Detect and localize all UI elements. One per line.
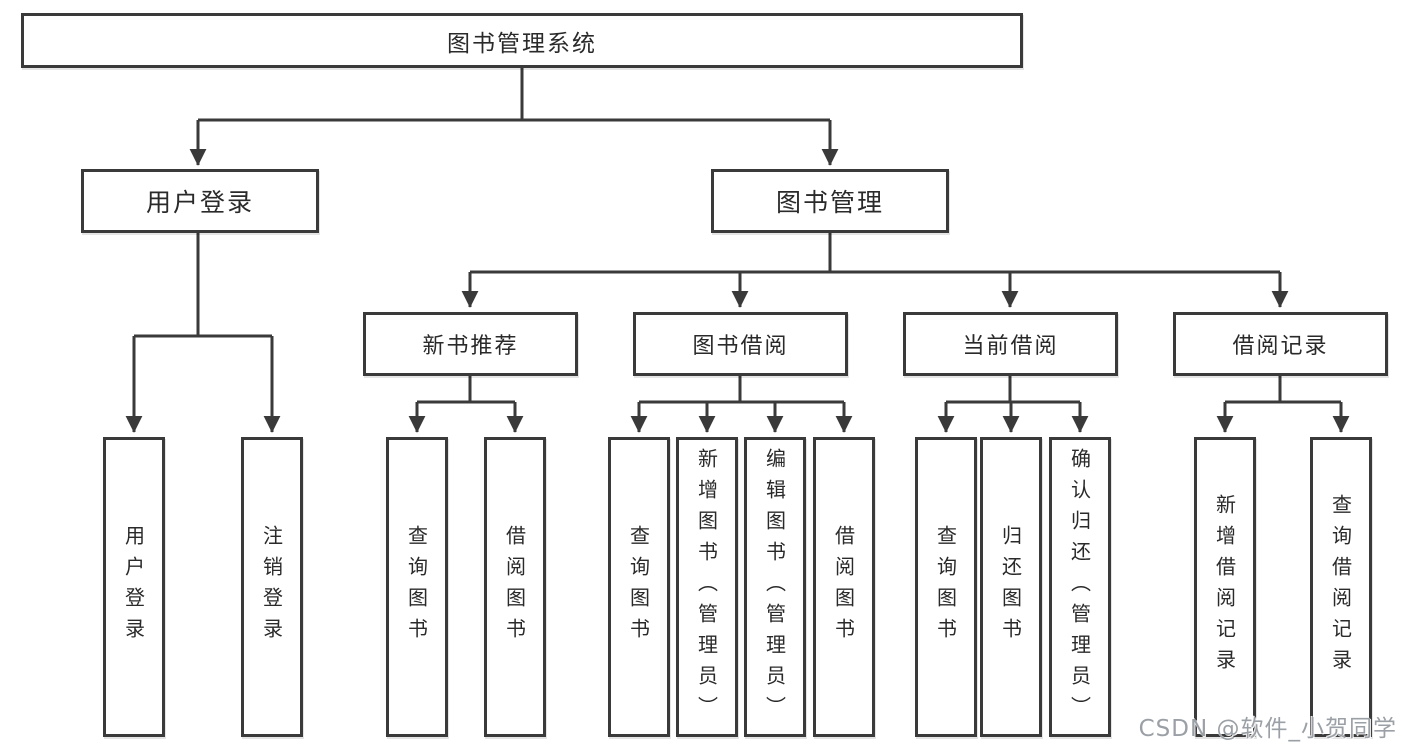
leaf-label: 查询图书 <box>626 525 651 649</box>
connector-book-borrowing-children <box>630 376 853 433</box>
leaf-query-books-recommend: 查询图书 <box>386 437 448 737</box>
leaf-label: 新增图书（管理员） <box>694 447 719 727</box>
node-borrowing-records: 借阅记录 <box>1173 312 1388 376</box>
leaf-label: 新增借阅记录 <box>1212 494 1237 680</box>
node-new-book-recommend: 新书推荐 <box>363 312 578 376</box>
node-user-login: 用户登录 <box>81 169 319 233</box>
leaf-query-books-current: 查询图书 <box>915 437 977 737</box>
node-current-borrowing: 当前借阅 <box>903 312 1118 376</box>
node-book-borrowing: 图书借阅 <box>633 312 848 376</box>
connector-current-borrowing-children <box>937 376 1089 433</box>
leaf-label: 用户登录 <box>121 525 146 649</box>
leaf-borrow-books: 借阅图书 <box>813 437 875 737</box>
leaf-logout: 注销登录 <box>241 437 303 737</box>
leaf-label: 借阅图书 <box>502 525 527 649</box>
leaf-query-borrow-record: 查询借阅记录 <box>1310 437 1372 737</box>
leaf-label: 查询图书 <box>404 525 429 649</box>
leaf-add-borrow-record: 新增借阅记录 <box>1194 437 1256 737</box>
leaf-label: 确认归还（管理员） <box>1067 447 1092 727</box>
leaf-confirm-return-admin: 确认归还（管理员） <box>1049 437 1111 737</box>
leaf-add-book-admin: 新增图书（管理员） <box>676 437 738 737</box>
leaf-label: 注销登录 <box>259 525 284 649</box>
leaf-label: 查询借阅记录 <box>1328 494 1353 680</box>
leaf-label: 归还图书 <box>998 525 1023 649</box>
connector-user-login-children <box>125 233 281 433</box>
leaf-label: 借阅图书 <box>831 525 856 649</box>
leaf-label: 编辑图书（管理员） <box>762 447 787 727</box>
csdn-watermark: CSDN @软件_小贺同学 <box>1138 716 1397 742</box>
connector-borrowing-records-children <box>1216 376 1350 433</box>
leaf-label: 查询图书 <box>933 525 958 649</box>
leaf-edit-book-admin: 编辑图书（管理员） <box>744 437 806 737</box>
node-book-management: 图书管理 <box>711 169 949 233</box>
node-library-management-system: 图书管理系统 <box>21 13 1023 68</box>
connector-new-book-recommend-children <box>408 376 524 433</box>
leaf-query-books-borrowing: 查询图书 <box>608 437 670 737</box>
leaf-borrow-books-recommend: 借阅图书 <box>484 437 546 737</box>
connector-root-to-level2 <box>189 68 839 166</box>
leaf-return-book: 归还图书 <box>980 437 1042 737</box>
leaf-user-login: 用户登录 <box>103 437 165 737</box>
connector-book-management-children <box>461 233 1289 308</box>
